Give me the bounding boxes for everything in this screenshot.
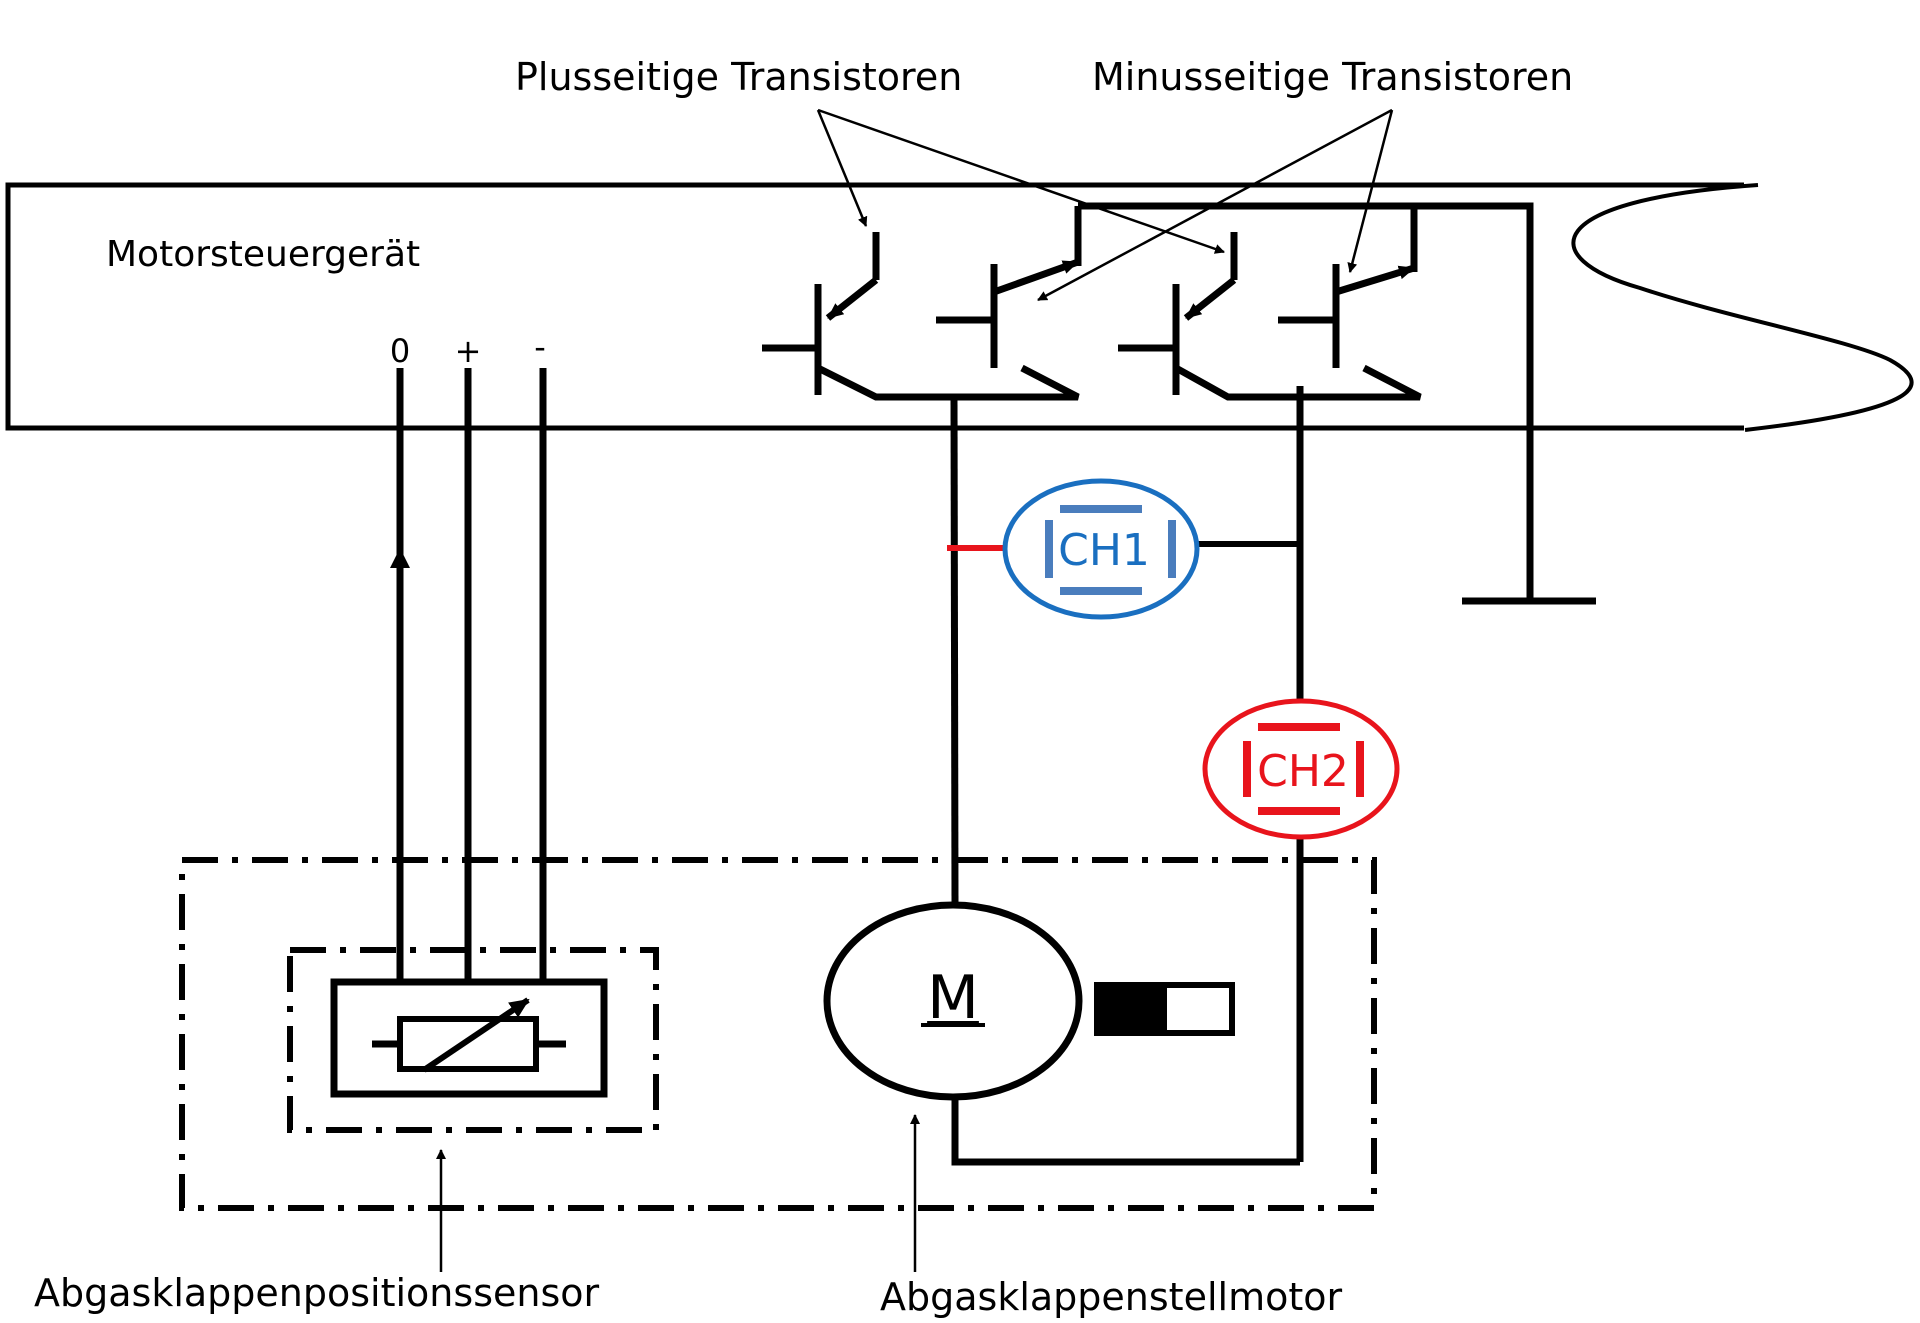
sensor-module-boundary xyxy=(287,947,659,1133)
position-sensor-potentiometer xyxy=(330,978,608,1098)
transistor-plus-2 xyxy=(936,202,1534,600)
motor-position-indicator xyxy=(1094,982,1235,1036)
sensor-wires xyxy=(396,368,547,985)
ecu-label: Motorsteuergerät xyxy=(106,234,420,275)
ch1-probe: CH1 xyxy=(947,478,1300,620)
ch2-probe: CH2 xyxy=(1202,698,1400,840)
bottom-leaders xyxy=(436,1114,920,1272)
transistor-plus-1 xyxy=(762,232,1080,401)
actuator-motor-label: Abgasklappenstellmotor xyxy=(880,1275,1342,1319)
ch1-label: CH1 xyxy=(1058,525,1150,576)
minus-transistors-label: Minusseitige Transistoren xyxy=(1092,55,1573,99)
terminal-plus-label: + xyxy=(455,332,482,370)
ch2-label: CH2 xyxy=(1257,746,1349,797)
ecu-box xyxy=(5,182,1914,432)
plus-transistors-label: Plusseitige Transistoren xyxy=(515,55,962,99)
sensor-label: Abgasklappenpositionssensor xyxy=(34,1271,599,1315)
transistor-minus-2 xyxy=(1278,206,1418,368)
terminal-zero-label: 0 xyxy=(390,332,410,370)
transistor-minus-1 xyxy=(1118,232,1422,401)
terminal-minus-label: - xyxy=(534,328,546,366)
signal-direction-arrow-icon xyxy=(390,548,410,568)
actuator-module-boundary xyxy=(179,857,1377,1211)
flap-motor: M xyxy=(823,901,1083,1101)
annotation-leaders xyxy=(816,108,1394,302)
motor-symbol-label: M xyxy=(927,963,979,1033)
